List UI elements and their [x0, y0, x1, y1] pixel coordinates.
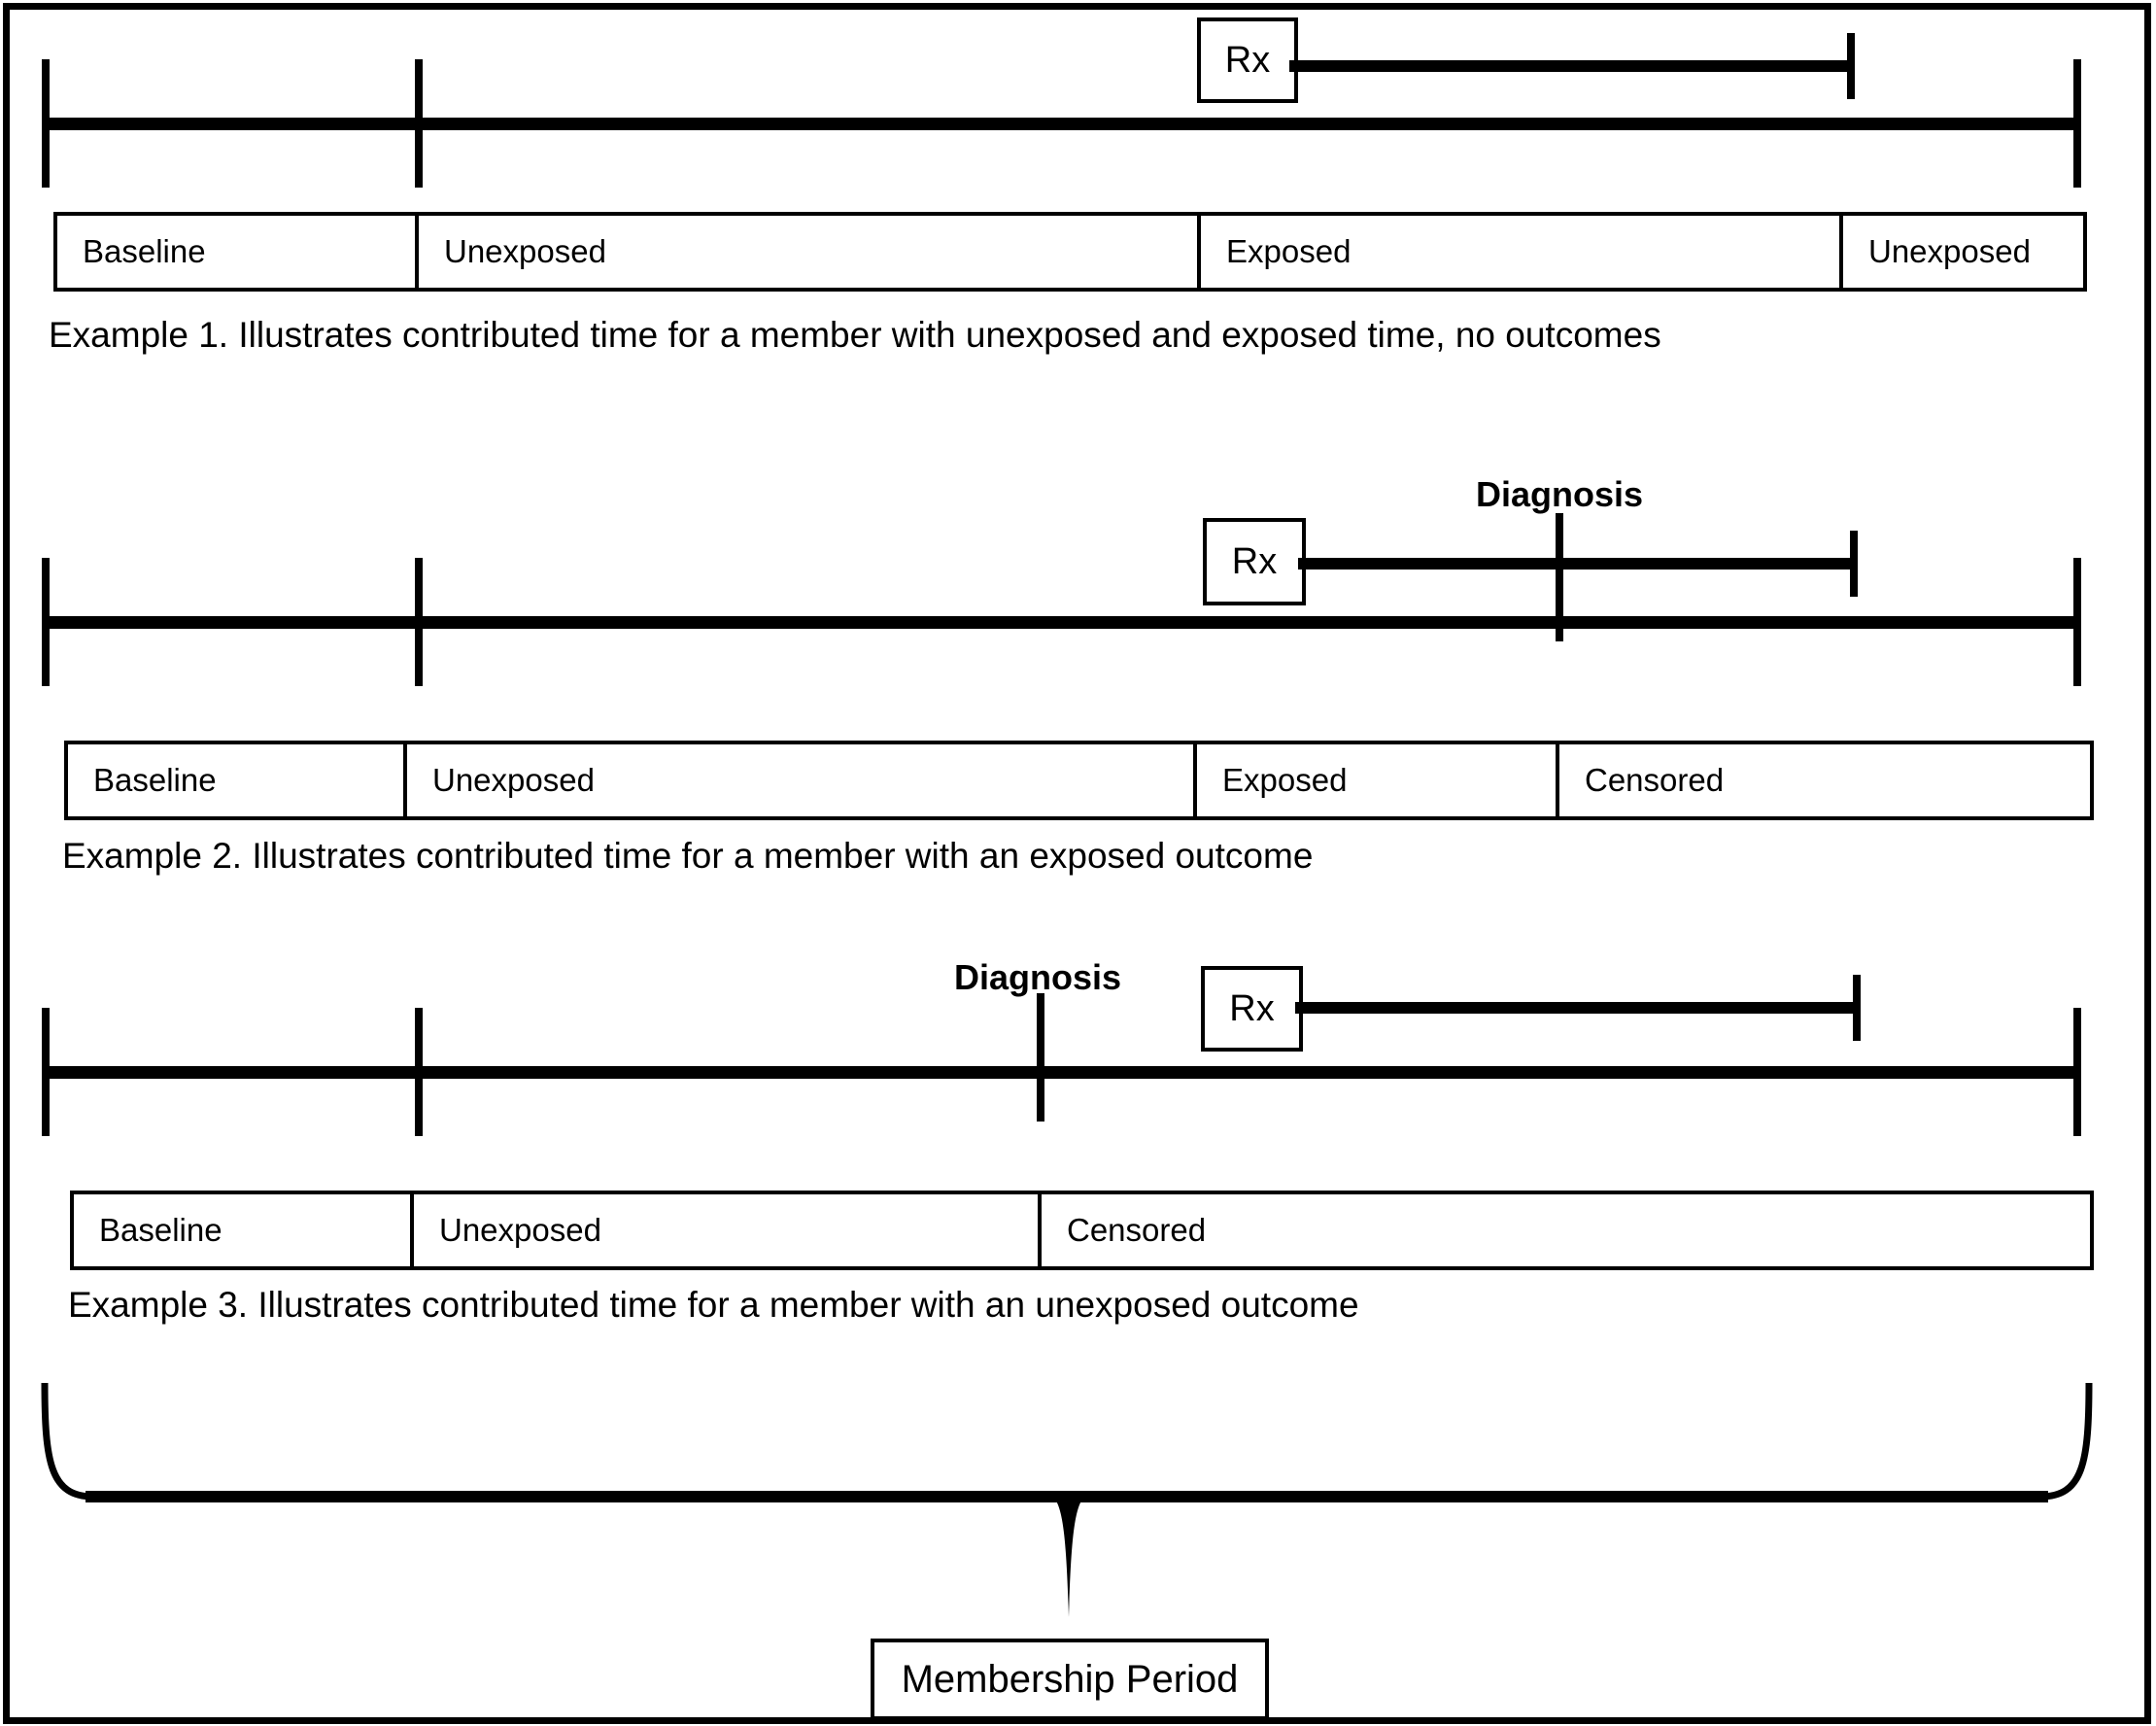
- segment-cell-exposed: Exposed: [1197, 212, 1839, 292]
- segment-label: Exposed: [1226, 233, 1352, 269]
- rx-duration-line: [1295, 1002, 1857, 1014]
- segment-label: Baseline: [93, 762, 217, 798]
- rx-end-tick: [1853, 975, 1861, 1041]
- timeline: [46, 616, 2081, 629]
- segment-cell-censored: Censored: [1556, 741, 2094, 820]
- rx-box: Rx: [1203, 518, 1306, 605]
- timeline-end-tick: [2073, 1008, 2081, 1136]
- rx-box: Rx: [1197, 17, 1298, 103]
- timeline: [46, 118, 2081, 130]
- rx-box: Rx: [1201, 966, 1303, 1052]
- timeline-end-tick: [2073, 59, 2081, 188]
- membership-period-box: Membership Period: [871, 1639, 1269, 1720]
- segment-bar: Baseline Unexposed Exposed Censored: [64, 741, 2094, 820]
- diagnosis-tick: [1556, 513, 1563, 641]
- segment-cell-unexposed: Unexposed: [403, 741, 1193, 820]
- segment-bar: Baseline Unexposed Censored: [70, 1191, 2094, 1270]
- diagnosis-tick: [1037, 993, 1044, 1122]
- timeline-baseline-end-tick: [415, 1008, 423, 1136]
- segment-label: Baseline: [83, 233, 206, 269]
- membership-brace: [41, 1382, 2093, 1617]
- segment-cell-exposed: Exposed: [1193, 741, 1556, 820]
- example-caption: Example 1. Illustrates contributed time …: [49, 315, 1661, 355]
- segment-label: Unexposed: [1868, 233, 2031, 269]
- rx-label: Rx: [1229, 987, 1275, 1029]
- segment-cell-unexposed-2: Unexposed: [1839, 212, 2087, 292]
- segment-label: Censored: [1067, 1212, 1207, 1248]
- membership-period-label: Membership Period: [901, 1657, 1239, 1701]
- segment-label: Unexposed: [432, 762, 595, 798]
- example-caption: Example 3. Illustrates contributed time …: [68, 1285, 1359, 1325]
- segment-cell-baseline: Baseline: [70, 1191, 410, 1270]
- example-caption: Example 2. Illustrates contributed time …: [62, 836, 1314, 876]
- timeline-start-tick: [42, 558, 50, 686]
- timeline-baseline-end-tick: [415, 558, 423, 686]
- brace-cusp: [1045, 1491, 1092, 1617]
- segment-cell-baseline: Baseline: [53, 212, 415, 292]
- segment-label: Baseline: [99, 1212, 222, 1248]
- timeline: [46, 1066, 2081, 1079]
- rx-duration-line: [1289, 60, 1851, 72]
- figure-border: [3, 3, 2151, 1724]
- timeline-start-tick: [42, 59, 50, 188]
- rx-end-tick: [1847, 33, 1855, 99]
- segment-cell-baseline: Baseline: [64, 741, 403, 820]
- timeline-end-tick: [2073, 558, 2081, 686]
- segment-cell-unexposed: Unexposed: [410, 1191, 1038, 1270]
- diagnosis-label: Diagnosis: [953, 957, 1122, 997]
- rx-label: Rx: [1231, 540, 1278, 582]
- diagnosis-label: Diagnosis: [1475, 474, 1644, 514]
- rx-end-tick: [1850, 531, 1858, 597]
- rx-label: Rx: [1224, 39, 1271, 81]
- segment-label: Exposed: [1222, 762, 1348, 798]
- segment-cell-censored: Censored: [1038, 1191, 2094, 1270]
- segment-label: Censored: [1585, 762, 1725, 798]
- segment-label: Unexposed: [439, 1212, 601, 1248]
- segment-label: Unexposed: [444, 233, 606, 269]
- timeline-baseline-end-tick: [415, 59, 423, 188]
- rx-duration-line: [1298, 558, 1854, 570]
- segment-cell-unexposed: Unexposed: [415, 212, 1197, 292]
- timeline-start-tick: [42, 1008, 50, 1136]
- segment-bar: Baseline Unexposed Exposed Unexposed: [53, 212, 2087, 292]
